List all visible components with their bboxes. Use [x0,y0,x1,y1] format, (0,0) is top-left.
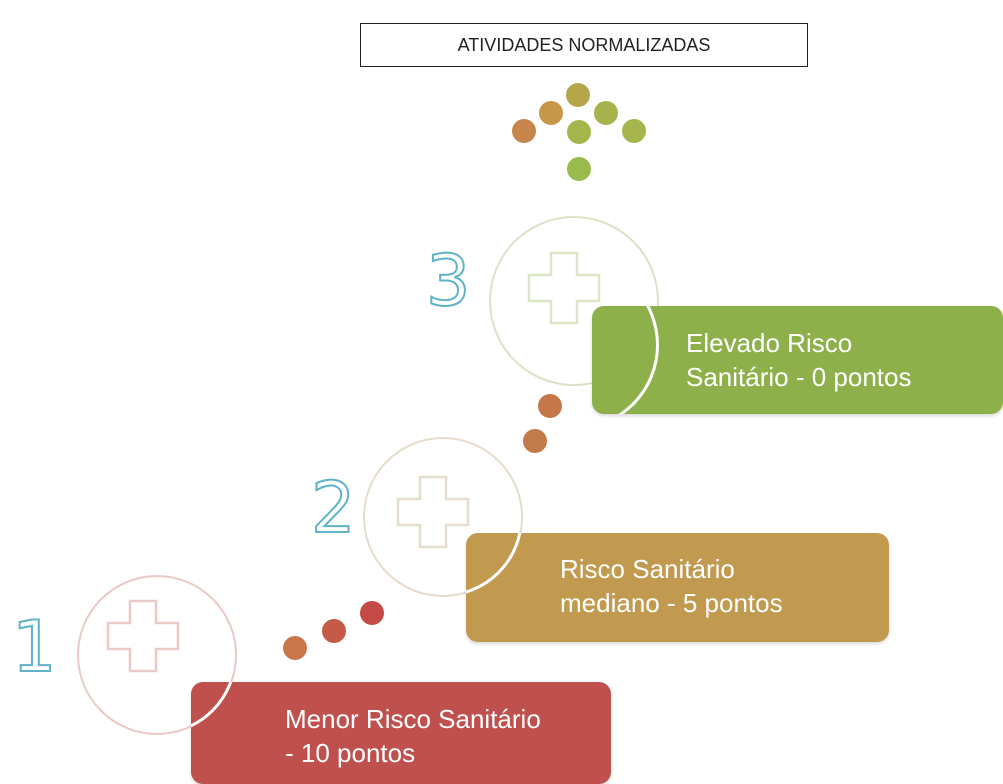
plus-icon [396,475,470,549]
step-box: Menor Risco Sanitário - 10 pontos [191,682,611,784]
box-arc [592,306,659,414]
plus-icon [527,251,601,325]
arrow-dot [566,83,590,107]
step-label-line-2: mediano - 5 pontos [560,588,783,619]
step-label-line-1: Menor Risco Sanitário [285,704,541,734]
step-number: 3 [425,240,472,322]
arrow-dot [539,101,563,125]
arrow-dot [512,119,536,143]
arrow-dot [567,157,591,181]
step-number: 1 [11,606,58,688]
connector-dot [523,429,547,453]
step-ring [363,437,523,597]
step-label-line-2: - 10 pontos [285,738,416,769]
step-box: Risco Sanitário mediano - 5 pontos [466,533,889,642]
arrow-dot [594,101,618,125]
box-arc [466,533,523,597]
step-label: Elevado Risco Sanitário - 0 pontos [686,326,911,395]
step-label-line-1: Risco Sanitário [560,554,735,584]
step-label-line-1: Elevado Risco [686,328,853,358]
connector-dot [322,619,346,643]
step-label-line-2: Sanitário - 0 pontos [686,362,912,393]
connector-dot [538,394,562,418]
connector-dot [360,601,384,625]
arrow-dot [567,120,591,144]
arrow-dot [622,119,646,143]
diagram-title: ATIVIDADES NORMALIZADAS [360,23,808,67]
step-ring [77,575,237,735]
box-arc [191,682,237,735]
step-ring [489,216,659,386]
step-label: Menor Risco Sanitário - 10 pontos [285,702,541,771]
step-box: Elevado Risco Sanitário - 0 pontos [592,306,1003,414]
step-label: Risco Sanitário mediano - 5 pontos [560,552,783,621]
connector-dot [283,636,307,660]
step-number: 2 [310,467,357,549]
plus-icon [106,599,180,673]
